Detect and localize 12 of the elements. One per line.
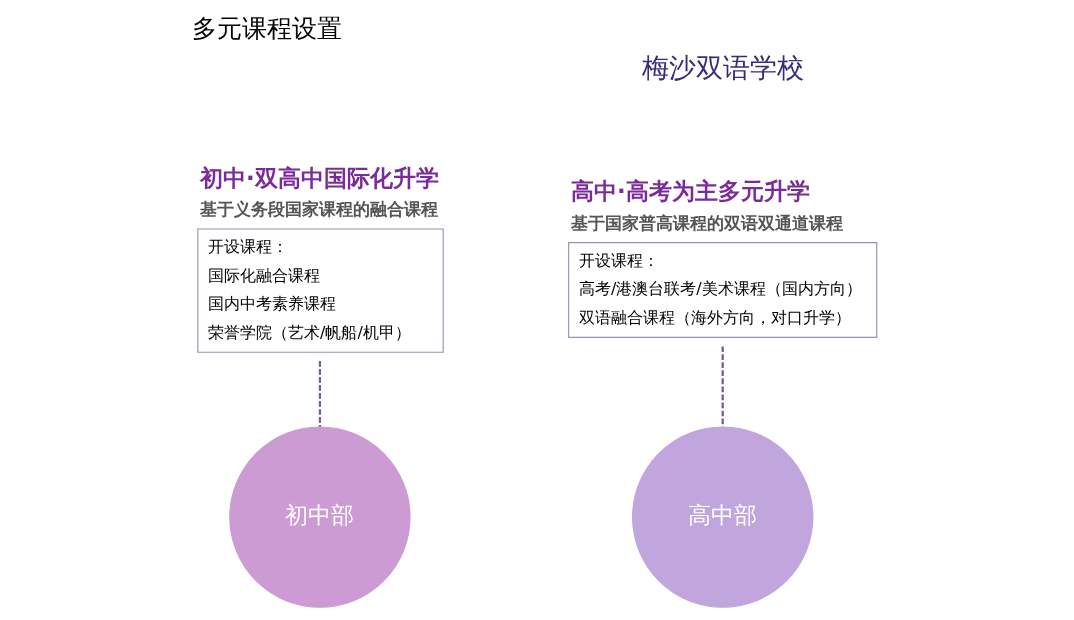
node-box: 开设课程： 高考/港澳台联考/美术课程（国内方向） 双语融合课程（海外方向，对口升学） bbox=[568, 242, 878, 338]
node-circle: 初中部 bbox=[229, 426, 411, 608]
diagram-title: 多元课程设置 bbox=[192, 14, 343, 44]
node-label: 基于义务段国家课程的融合课程 bbox=[200, 199, 439, 220]
node-label: 基于国家普高课程的双语双通道课程 bbox=[570, 212, 843, 233]
label: 梅沙双语学校 bbox=[641, 51, 804, 83]
node-label: 高中·高考为主多元升学 bbox=[570, 178, 810, 205]
node-circle: 高中部 bbox=[632, 426, 814, 608]
node-box: 开设课程： 国际化融合课程 国内中考素养课程 荣誉学院（艺术/帆船/机甲） bbox=[197, 228, 444, 353]
connector bbox=[721, 346, 724, 427]
connector bbox=[318, 361, 322, 427]
node-label: 初中·双高中国际化升学 bbox=[200, 164, 439, 191]
